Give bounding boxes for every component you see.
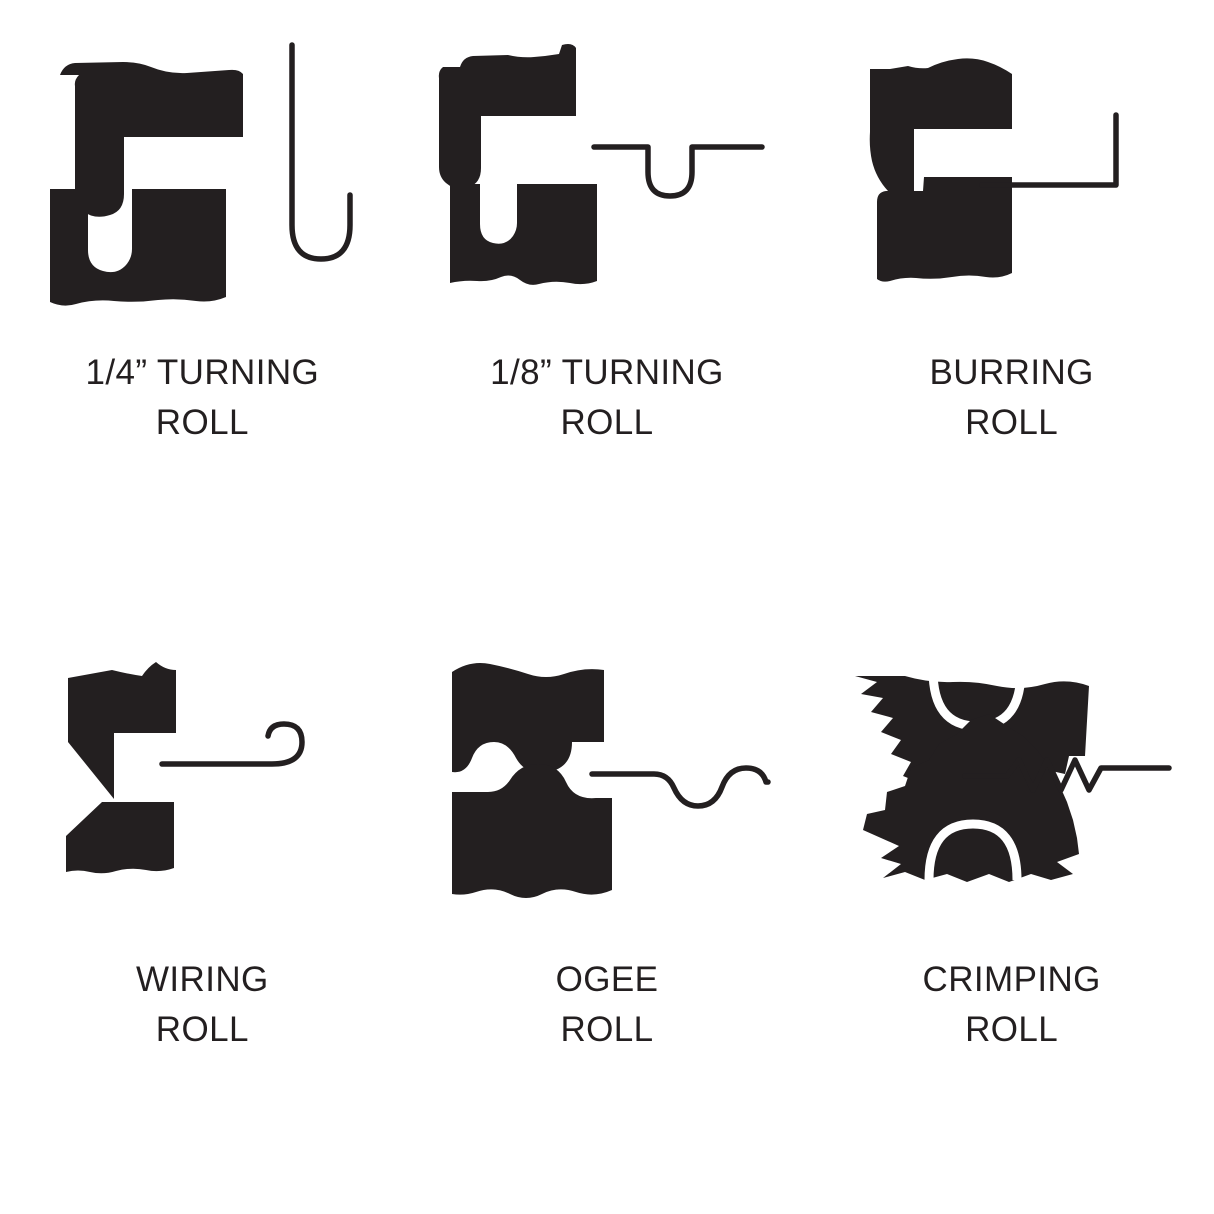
figure-caption-crimping-roll: CRIMPING ROLL bbox=[922, 960, 1101, 1049]
figure-caption-ogee-roll: OGEE ROLL bbox=[555, 960, 659, 1049]
figure-ogee-roll bbox=[405, 625, 810, 925]
figure-cell-crimping-roll: CRIMPING ROLL bbox=[809, 607, 1214, 1214]
upper-roll-die bbox=[68, 662, 177, 799]
workpiece-profile-u-bead bbox=[591, 144, 765, 199]
figure-cell-eighth-inch-turning-roll: 1/8” TURNING ROLL bbox=[405, 0, 810, 607]
upper-roll-die bbox=[60, 62, 244, 217]
figure-caption-burring-roll: BURRING ROLL bbox=[929, 353, 1094, 442]
workpiece-profile-j-hook bbox=[289, 42, 354, 262]
lower-roll-die bbox=[451, 764, 612, 898]
upper-roll-die bbox=[451, 663, 604, 773]
workpiece-profile-wire-curl bbox=[159, 721, 306, 767]
figure-caption-quarter-inch-turning-roll: 1/4” TURNING ROLL bbox=[85, 353, 320, 442]
figure-burring-roll bbox=[809, 22, 1214, 322]
lower-roll-die bbox=[66, 802, 175, 874]
figure-cell-ogee-roll: OGEE ROLL bbox=[405, 607, 810, 1214]
figure-cell-quarter-inch-turning-roll: 1/4” TURNING ROLL bbox=[0, 0, 405, 607]
lower-roll-die bbox=[50, 189, 227, 306]
figure-cell-burring-roll: BURRING ROLL bbox=[809, 0, 1214, 607]
figure-eighth-inch-turning-roll bbox=[405, 22, 810, 322]
lower-roll-die bbox=[862, 714, 1079, 882]
workpiece-profile-l-flange bbox=[978, 112, 1119, 188]
figure-cell-wiring-roll: WIRING ROLL bbox=[0, 607, 405, 1214]
figure-quarter-inch-turning-roll bbox=[0, 22, 405, 322]
workpiece-profile-zigzag-crimp bbox=[961, 757, 1172, 793]
lower-roll-groove bbox=[924, 819, 1022, 881]
figure-caption-wiring-roll: WIRING ROLL bbox=[135, 960, 269, 1049]
lower-roll-die bbox=[449, 184, 597, 285]
figure-caption-eighth-inch-turning-roll: 1/8” TURNING ROLL bbox=[490, 353, 724, 442]
figure-wiring-roll bbox=[0, 625, 405, 925]
upper-roll-die bbox=[869, 58, 1012, 191]
workpiece-profile-ogee-curve bbox=[589, 765, 771, 809]
figure-crimping-roll bbox=[809, 625, 1214, 925]
upper-roll-die bbox=[438, 44, 576, 189]
lower-roll-die bbox=[876, 177, 1012, 282]
